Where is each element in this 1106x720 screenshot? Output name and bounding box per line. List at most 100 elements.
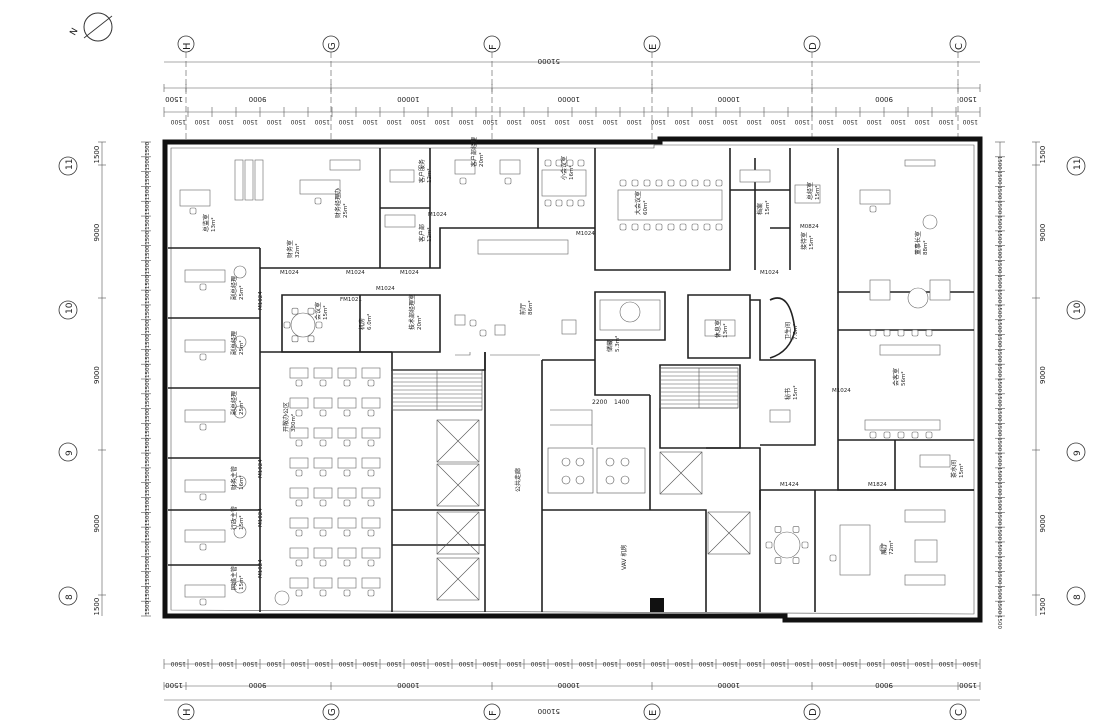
- module-dim: 1500: [699, 660, 714, 667]
- module-dim: 1500: [996, 260, 1002, 274]
- room-area: 20m²: [416, 315, 423, 330]
- module-dim: 1500: [145, 408, 151, 422]
- span-dim: 10000: [558, 681, 580, 689]
- room-area: 25m²: [238, 340, 245, 355]
- room-name: 总经室: [806, 182, 814, 200]
- axis-label: C: [954, 709, 965, 716]
- module-dim: 1500: [531, 660, 546, 667]
- module-dim: 1500: [651, 118, 666, 125]
- module-dim: 1500: [627, 660, 642, 667]
- room-area: 25m²: [342, 203, 349, 218]
- module-dim: 1500: [145, 275, 151, 289]
- side-dim: 9000: [1039, 224, 1047, 242]
- span-dim: 10000: [397, 681, 419, 689]
- module-dim: 1500: [996, 585, 1002, 599]
- module-dim: 1500: [996, 245, 1002, 259]
- module-dim: 1500: [435, 118, 450, 125]
- module-dim: 1500: [819, 660, 834, 667]
- module-dim: 1500: [891, 660, 906, 667]
- module-dim: 1500: [145, 452, 151, 466]
- span-dim: 10000: [558, 95, 580, 103]
- module-dim: 1500: [747, 118, 762, 125]
- room-name: 行政主管: [230, 506, 238, 530]
- module-dim: 1500: [145, 482, 151, 496]
- side-dim: 1500: [93, 598, 101, 616]
- span-dim: 1500: [959, 95, 977, 103]
- module-dim: 1500: [996, 541, 1002, 555]
- axis-label: 10: [1073, 302, 1083, 314]
- room-area: 16m²: [238, 475, 245, 490]
- module-dim: 1500: [145, 215, 151, 229]
- module-dim: 1500: [996, 422, 1002, 436]
- room-area: 15m²: [764, 200, 771, 215]
- module-dim: 1500: [387, 660, 402, 667]
- room-name: 公共走廊: [514, 468, 522, 492]
- axis-label: H: [182, 708, 193, 716]
- elevators: [436, 419, 751, 601]
- axis-label: 10: [65, 302, 75, 314]
- module-dim: 1500: [915, 118, 930, 125]
- module-dim: 1500: [243, 118, 258, 125]
- furniture: [179, 159, 951, 606]
- room-area: 12m²: [426, 168, 433, 183]
- module-dim: 1500: [411, 660, 426, 667]
- span-dim: 9000: [249, 681, 267, 689]
- module-dim: 1500: [145, 378, 151, 392]
- module-dim: 1500: [996, 171, 1002, 185]
- span-dim: 9000: [875, 95, 893, 103]
- room-name: 前厅: [519, 303, 527, 315]
- inner-dims: 1400 2200: [592, 399, 629, 406]
- module-dim: 1500: [819, 118, 834, 125]
- module-dim: 1500: [996, 200, 1002, 214]
- module-dim: 1500: [996, 615, 1002, 629]
- interior-walls: [168, 148, 974, 612]
- axis-label: 9: [1073, 450, 1083, 456]
- module-dim: 1500: [795, 118, 810, 125]
- module-dim: 1500: [996, 230, 1002, 244]
- module-dim: 1500: [603, 118, 618, 125]
- module-dim: 1500: [723, 118, 738, 125]
- module-dim: 1500: [145, 586, 151, 600]
- module-dim: 1500: [145, 156, 151, 170]
- module-dim: 1500: [996, 215, 1002, 229]
- room-name: 休息室: [714, 320, 722, 338]
- module-dim: 1500: [315, 118, 330, 125]
- room-area: 86m²: [527, 300, 534, 315]
- door-tag: M1024: [280, 270, 299, 276]
- span-dim: 10000: [718, 95, 740, 103]
- module-dim: 1500: [939, 118, 954, 125]
- module-dim: 1500: [145, 423, 151, 437]
- module-dim: 1500: [507, 660, 522, 667]
- module-dim: 1500: [996, 274, 1002, 288]
- axis-label: H: [182, 42, 193, 50]
- room-name: 茶水间: [950, 460, 958, 478]
- span-dim: 1500: [165, 681, 183, 689]
- module-dim: 1500: [171, 660, 186, 667]
- door-tag: M1024: [760, 270, 779, 276]
- module-dim: 1500: [996, 393, 1002, 407]
- module-dim: 1500: [996, 452, 1002, 466]
- building-outline: [162, 136, 983, 623]
- axis-label: C: [954, 43, 965, 50]
- module-dim: 1500: [145, 349, 151, 363]
- module-dim: 1500: [627, 118, 642, 125]
- span-dim: 1500: [959, 681, 977, 689]
- module-dim: 1500: [145, 364, 151, 378]
- room-area: 56m²: [900, 371, 907, 386]
- module-dim: 1500: [145, 201, 151, 215]
- module-dim: 1500: [996, 304, 1002, 318]
- module-dim: 1500: [996, 571, 1002, 585]
- module-dim: 1500: [145, 438, 151, 452]
- module-dim: 1500: [145, 497, 151, 511]
